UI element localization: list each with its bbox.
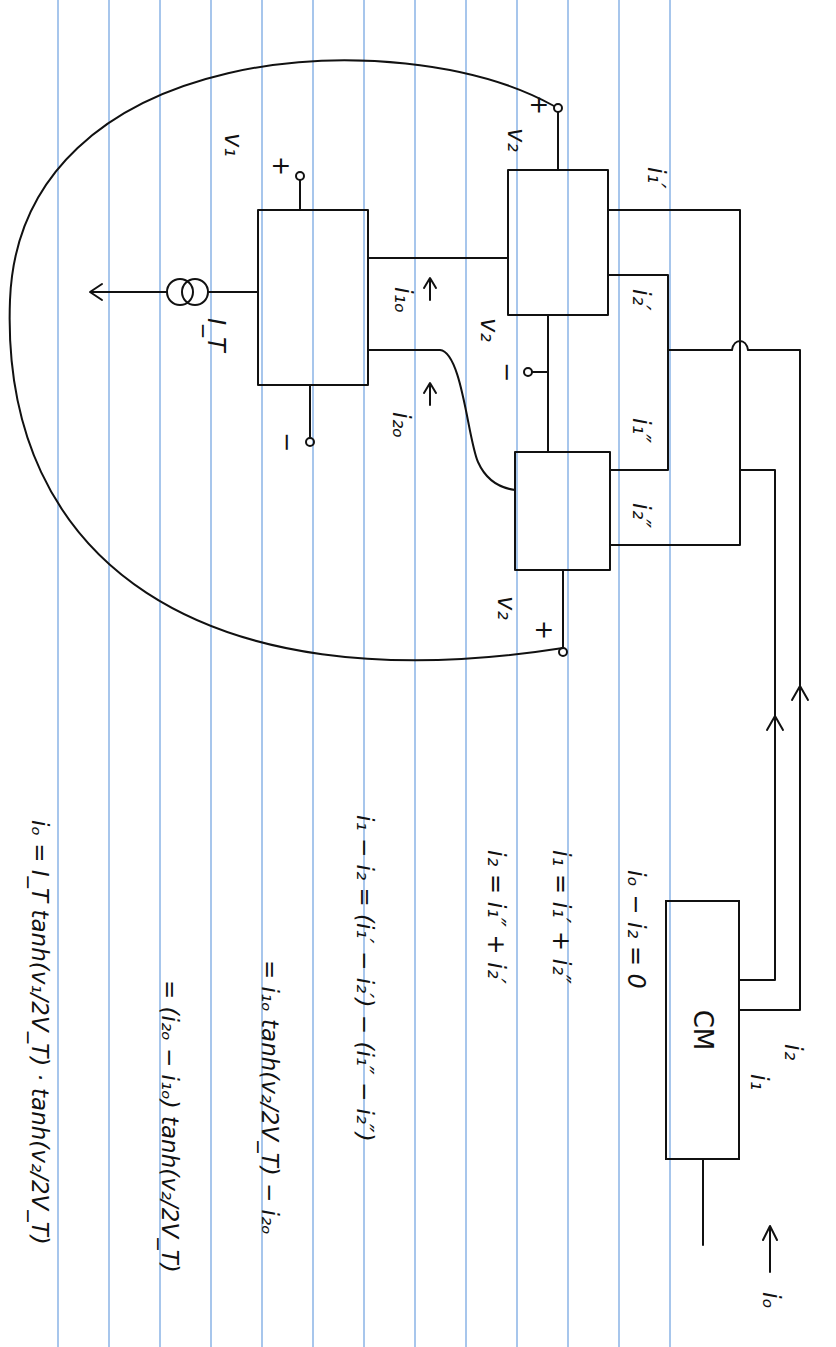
equation: i₁ = i₁′ + i₂″ xyxy=(546,850,574,984)
current-source xyxy=(182,279,208,305)
signal-label: v₁ xyxy=(218,133,246,157)
signal-label: i₂ xyxy=(778,1044,806,1060)
wire xyxy=(532,315,548,452)
signal-label: i₁ₒ xyxy=(388,287,416,313)
diff-pair-box xyxy=(515,452,610,570)
signal-label: v₂ xyxy=(501,128,529,152)
current-arrow xyxy=(424,383,436,405)
signal-label: − xyxy=(492,362,520,382)
signal-label: i₂′ xyxy=(626,289,654,311)
terminal xyxy=(296,172,304,180)
equation: iₒ − i₂ = 0 xyxy=(621,870,649,989)
signal-label: v₂ xyxy=(491,596,519,620)
box-label: CM xyxy=(688,1010,718,1051)
equation: = (i₂ₒ − i₁ₒ) tanh(v₂/2V_T) xyxy=(157,980,183,1273)
signal-label: + xyxy=(529,620,557,640)
wire xyxy=(608,210,740,545)
wire xyxy=(608,275,668,470)
current-mirror-box: CM xyxy=(665,900,740,1160)
ground-arrow xyxy=(90,284,167,300)
current-arrow xyxy=(424,278,436,300)
wire xyxy=(208,291,258,293)
terminal xyxy=(559,648,567,656)
equation: i₁ − i₂ = (i₁′ − i₂′) − (i₁″ − i₂″) xyxy=(352,815,378,1142)
wire xyxy=(368,257,508,259)
terminal xyxy=(554,104,562,112)
signal-label: i₂ₒ xyxy=(386,412,414,438)
equation: iₒ = I_T tanh(v₁/2V_T) · tanh(v₂/2V_T) xyxy=(27,820,53,1245)
diff-pair-box xyxy=(508,170,608,315)
signal-label: − xyxy=(272,432,300,452)
wire xyxy=(668,341,800,1010)
signal-label: i₂″ xyxy=(626,503,654,528)
equation: i₂ = i₁″ + i₂′ xyxy=(481,850,509,984)
wire xyxy=(557,112,559,170)
signal-label: I_T xyxy=(201,318,229,352)
current-arrow xyxy=(763,1226,777,1272)
equation: = i₁ₒ tanh(v₂/2V_T) − i₂ₒ xyxy=(257,960,283,1235)
signal-label: + xyxy=(266,156,294,176)
current-source xyxy=(167,279,193,305)
wire xyxy=(309,385,311,438)
terminal xyxy=(524,368,532,376)
wire xyxy=(368,350,515,490)
signal-label: i₁ xyxy=(744,1074,772,1090)
wire xyxy=(10,60,563,660)
diff-pair-box xyxy=(258,210,368,385)
signal-label: iₒ xyxy=(756,1292,784,1309)
wire xyxy=(702,1160,704,1245)
wire xyxy=(299,180,301,210)
signal-label: i₁″ xyxy=(626,418,654,443)
signal-label: i₁′ xyxy=(641,167,669,189)
current-arrow xyxy=(767,686,808,730)
terminal xyxy=(306,438,314,446)
wire xyxy=(562,570,564,648)
signal-label: + xyxy=(524,95,552,115)
signal-label: v₂ xyxy=(474,318,502,342)
